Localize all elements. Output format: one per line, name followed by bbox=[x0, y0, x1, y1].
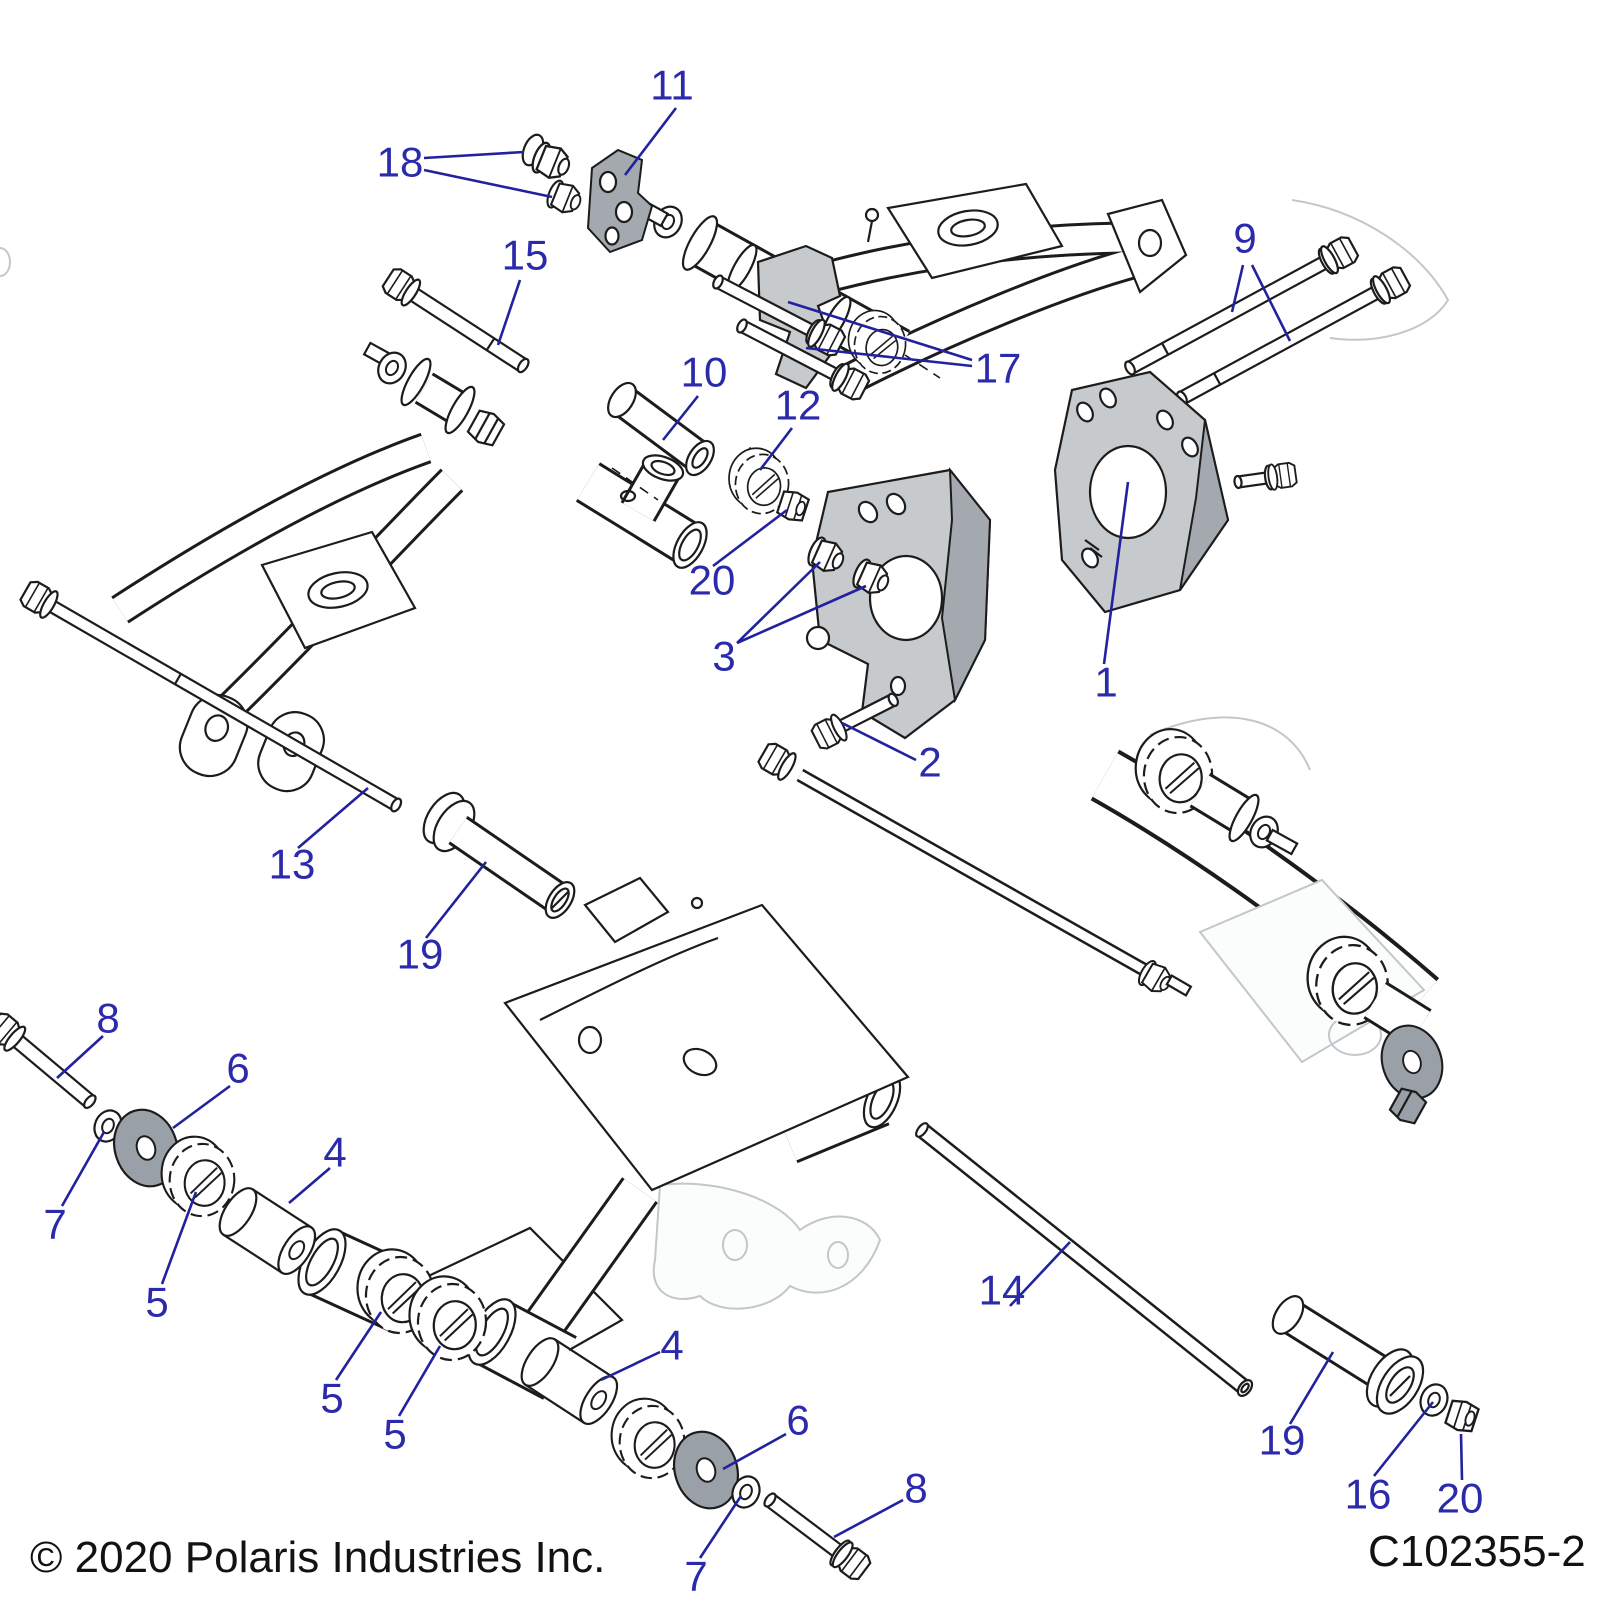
callout-20a-label: 20 bbox=[689, 557, 736, 604]
leader-18a bbox=[423, 150, 525, 160]
part-bolt-2 bbox=[808, 692, 899, 753]
leader-9a bbox=[1230, 264, 1245, 313]
part-spacer-19a bbox=[422, 791, 576, 919]
callout-18-label: 18 bbox=[377, 139, 424, 186]
leader-16 bbox=[1372, 1401, 1435, 1477]
callout-9-label: 9 bbox=[1233, 215, 1256, 262]
ghost-frame-tab bbox=[0, 199, 1450, 341]
part-bolt-17a bbox=[712, 274, 849, 361]
callout-15-label: 15 bbox=[502, 232, 549, 279]
callout-5b-label: 5 bbox=[320, 1375, 343, 1422]
part-bushing-12 bbox=[724, 444, 793, 518]
callout-7b-label: 7 bbox=[684, 1553, 707, 1600]
callout-labels: 11 18 15 9 10 12 17 20 3 1 2 13 19 8 6 4… bbox=[43, 62, 1483, 1600]
part-nut-18a bbox=[521, 133, 576, 185]
callout-3-label: 3 bbox=[712, 633, 735, 680]
callout-7a-label: 7 bbox=[43, 1201, 66, 1248]
leader-12 bbox=[758, 427, 794, 471]
leader-6b bbox=[722, 1432, 787, 1471]
callout-12-label: 12 bbox=[775, 382, 822, 429]
leader-15 bbox=[496, 279, 522, 346]
callout-13-label: 13 bbox=[269, 841, 316, 888]
part-bolt-15 bbox=[378, 264, 530, 374]
callout-19a-label: 19 bbox=[397, 931, 444, 978]
part-bolt-8b bbox=[763, 1492, 875, 1585]
leader-8b bbox=[833, 1498, 904, 1539]
leader-7b bbox=[698, 1495, 743, 1559]
part-pivot-bolt-long bbox=[754, 738, 1193, 999]
callout-8a-label: 8 bbox=[96, 995, 119, 1042]
callout-17-label: 17 bbox=[975, 345, 1022, 392]
part-nut-20b bbox=[1443, 1396, 1481, 1436]
leader-13 bbox=[297, 787, 369, 849]
callout-1-label: 1 bbox=[1094, 659, 1117, 706]
leader-5c bbox=[397, 1345, 442, 1417]
callout-4b-label: 4 bbox=[660, 1322, 683, 1369]
part-bolt-9a bbox=[1124, 232, 1362, 376]
leader-14 bbox=[1009, 1241, 1071, 1307]
callout-5a-label: 5 bbox=[145, 1279, 168, 1326]
leader-11 bbox=[623, 107, 678, 176]
leader-5a bbox=[160, 1191, 198, 1285]
part-spacer-19b bbox=[1271, 1295, 1425, 1415]
leader-17a bbox=[787, 300, 973, 362]
explode-axis-dash-1 bbox=[611, 467, 659, 501]
leader-3a bbox=[736, 561, 821, 644]
leader-4a bbox=[288, 1167, 331, 1204]
ghost-detail-bracket bbox=[652, 1182, 882, 1310]
callout-4a-label: 4 bbox=[323, 1129, 346, 1176]
leader-8a bbox=[56, 1035, 104, 1079]
part-arm-bushing-stack-b bbox=[1301, 932, 1453, 1125]
part-spacer-10 bbox=[607, 381, 715, 477]
part-bolt-bracket1 bbox=[1233, 460, 1299, 492]
callout-14-label: 14 bbox=[979, 1267, 1026, 1314]
leader-19b bbox=[1288, 1351, 1335, 1425]
part-bolt-8a bbox=[0, 1008, 97, 1110]
leader-4b bbox=[600, 1350, 661, 1382]
part-bolt-17b bbox=[736, 318, 873, 405]
part-cam-bracket-11 bbox=[586, 148, 654, 254]
callout-10-label: 10 bbox=[681, 349, 728, 396]
leader-18b bbox=[423, 168, 553, 199]
callout-6b-label: 6 bbox=[786, 1397, 809, 1444]
part-pivot-shaft-14 bbox=[915, 1122, 1254, 1397]
part-knuckle-bracket-1 bbox=[1053, 370, 1230, 614]
leader-9b bbox=[1250, 264, 1292, 342]
leader-17b bbox=[805, 346, 973, 368]
callout-11-label: 11 bbox=[650, 62, 694, 109]
part-bolt-13 bbox=[16, 576, 403, 813]
part-arm-bushing-stack-a bbox=[1130, 724, 1299, 856]
part-front-a-arm-left bbox=[111, 341, 506, 793]
drawing-code-text: C102355-2 bbox=[1368, 1527, 1586, 1576]
leader-10 bbox=[661, 395, 700, 441]
leader-5b bbox=[334, 1311, 383, 1381]
leader-20b bbox=[1459, 1433, 1464, 1481]
leader-2 bbox=[841, 721, 917, 762]
leader-7a bbox=[60, 1131, 106, 1207]
copyright-text: © 2020 Polaris Industries Inc. bbox=[30, 1533, 605, 1582]
callout-20b-label: 20 bbox=[1437, 1475, 1484, 1522]
leader-3b bbox=[736, 584, 867, 645]
callout-6a-label: 6 bbox=[226, 1045, 249, 1092]
leader-19a bbox=[424, 861, 488, 939]
part-cross-tube bbox=[575, 454, 708, 569]
part-mount-bracket-3 bbox=[805, 466, 992, 740]
part-washer-16 bbox=[1414, 1379, 1454, 1421]
callout-5c-label: 5 bbox=[383, 1411, 406, 1458]
leader-6a bbox=[172, 1084, 231, 1130]
callout-16-label: 16 bbox=[1345, 1471, 1392, 1518]
leader-1 bbox=[1102, 481, 1130, 665]
callout-19b-label: 19 bbox=[1259, 1417, 1306, 1464]
leader-20a bbox=[712, 508, 788, 568]
callout-2-label: 2 bbox=[918, 739, 941, 786]
leader-lines bbox=[56, 107, 1464, 1559]
callout-8b-label: 8 bbox=[904, 1465, 927, 1512]
